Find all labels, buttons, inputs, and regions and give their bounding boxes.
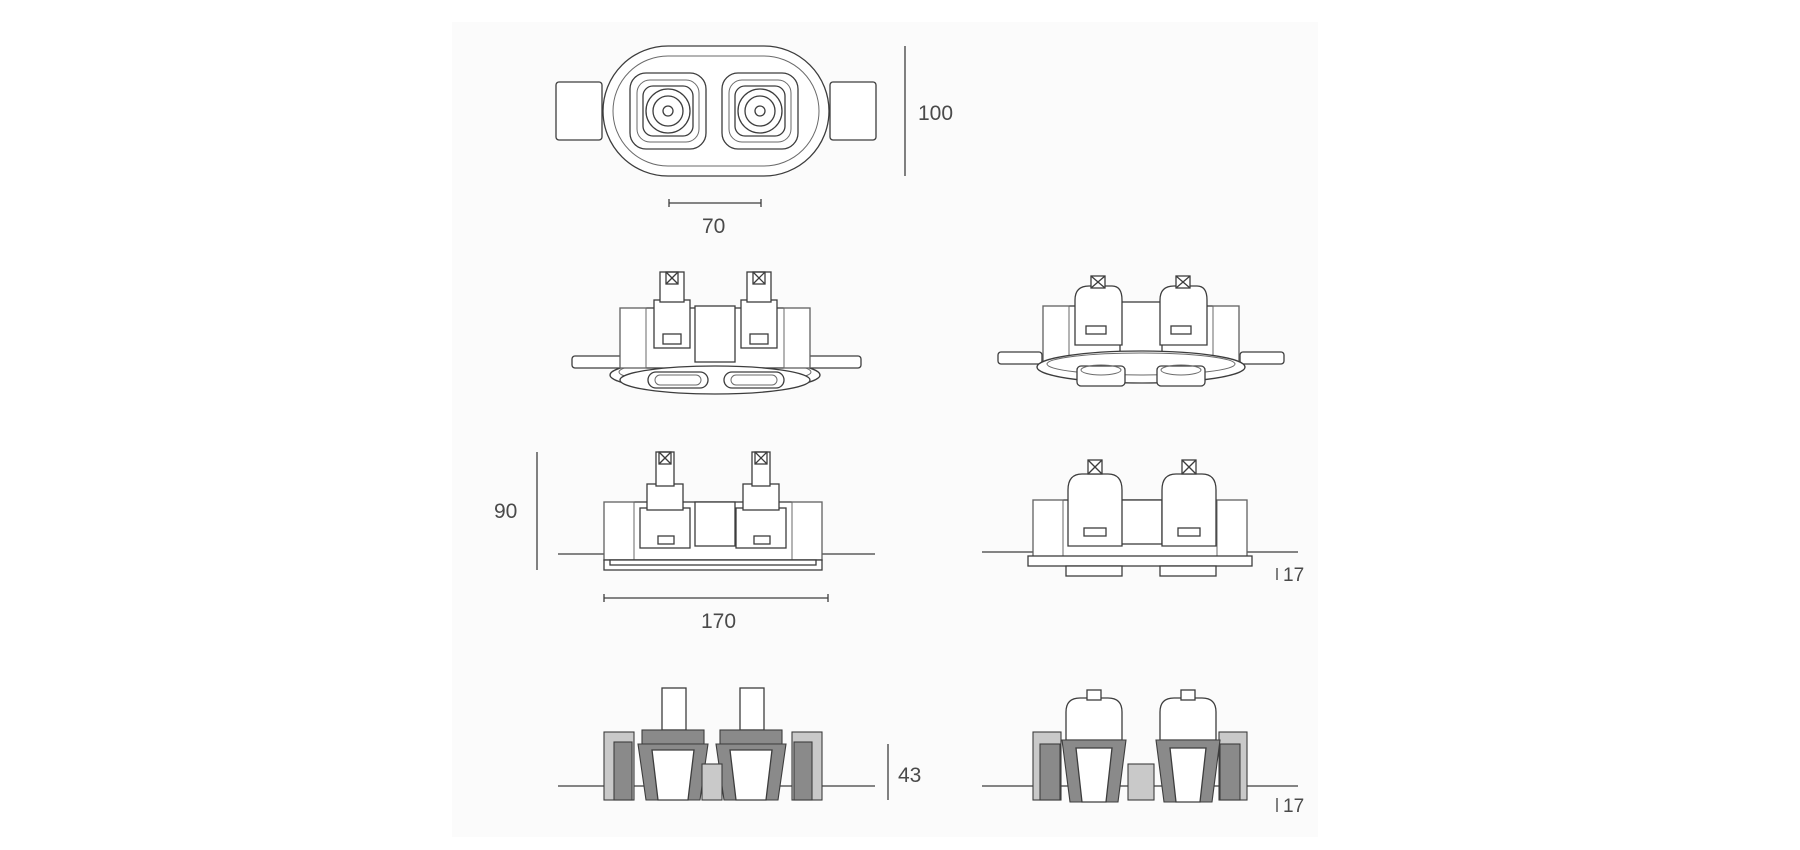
section-view-right: 17 bbox=[982, 689, 1304, 817]
dim-label-top-width: 70 bbox=[702, 215, 725, 238]
perspective-view-right bbox=[997, 275, 1285, 387]
perspective-view-left bbox=[571, 271, 862, 395]
dim-label-side-height: 90 bbox=[494, 500, 517, 523]
top-view-left-clip bbox=[555, 81, 603, 141]
dim-label-top-height: 100 bbox=[918, 102, 953, 125]
top-view-right-module bbox=[721, 72, 799, 150]
top-view-left-module bbox=[629, 72, 707, 150]
dim-label-side-width: 170 bbox=[701, 610, 736, 633]
dim-label-section-offset: 17 bbox=[1283, 796, 1304, 817]
section-view-left: 43 bbox=[558, 687, 921, 801]
dim-label-section-height: 43 bbox=[898, 764, 921, 787]
side-elevation-left: 90 170 bbox=[494, 451, 875, 633]
dim-label-side-offset: 17 bbox=[1283, 565, 1304, 586]
top-view: 100 70 bbox=[555, 45, 953, 238]
top-view-frame-inner bbox=[612, 55, 820, 167]
top-view-right-clip bbox=[829, 81, 877, 141]
side-elevation-right: 17 bbox=[982, 459, 1304, 586]
top-view-frame bbox=[602, 45, 830, 177]
